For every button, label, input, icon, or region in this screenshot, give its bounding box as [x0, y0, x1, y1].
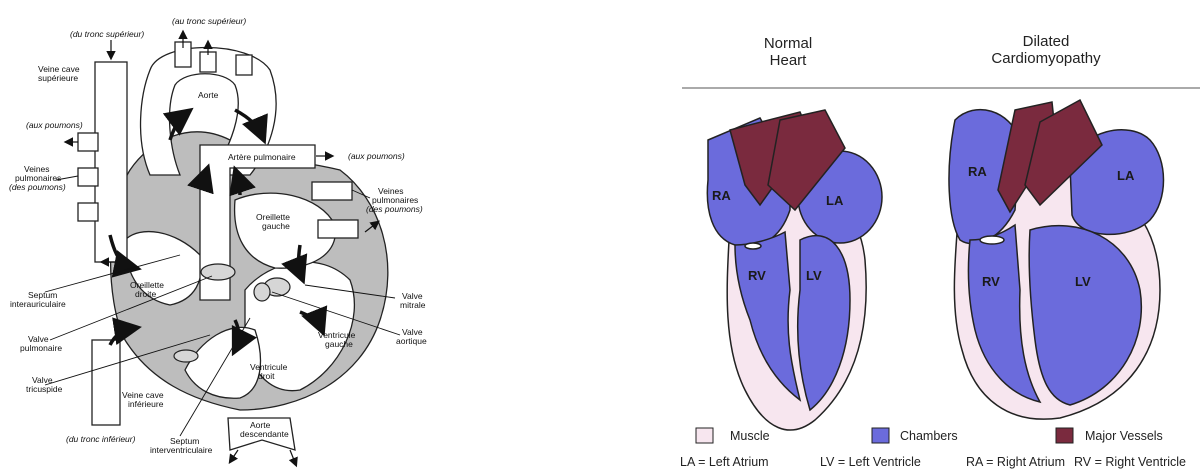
- label-veines-pulm-right-3: (des poumons): [366, 204, 423, 214]
- label-ventricule-droit-2: droit: [258, 371, 275, 381]
- veine-pulmonaire-droite-2: [318, 220, 358, 238]
- normal-valve: [745, 243, 761, 249]
- abbr-rv: RV = Right Ventricle: [1074, 455, 1186, 469]
- legend-label-vessels: Major Vessels: [1085, 429, 1163, 443]
- title-dilated-line1: Dilated: [1023, 33, 1070, 50]
- legend-swatch-vessels: [1056, 428, 1073, 443]
- normal-label-la: LA: [826, 193, 844, 208]
- veine-pulmonaire-gauche-3: [78, 203, 98, 221]
- valve-pulmonaire-shape: [201, 264, 235, 280]
- label-valve-tricuspide-2: tricuspide: [26, 384, 63, 394]
- normal-label-lv: LV: [806, 268, 822, 283]
- normal-label-ra: RA: [712, 188, 731, 203]
- veine-cave-superieure: [95, 62, 127, 262]
- dilated-label-rv: RV: [982, 274, 1000, 289]
- label-tronc-inferieur: (du tronc inférieur): [66, 434, 136, 444]
- label-septum-interauriculaire-2: interauriculaire: [10, 299, 66, 309]
- legend-swatch-chambers: [872, 428, 889, 443]
- abbreviations: LA = Left Atrium LV = Left Ventricle RA …: [680, 455, 1186, 469]
- normal-heart: [707, 110, 882, 430]
- veine-pulmonaire-gauche-2: [78, 168, 98, 186]
- french-heart-diagram: (du tronc supérieur) (au tronc supérieur…: [9, 16, 427, 465]
- label-aorte: Aorte: [198, 90, 219, 100]
- label-aorte-descendante-2: descendante: [240, 429, 289, 439]
- legend-label-muscle: Muscle: [730, 429, 770, 443]
- abbr-ra: RA = Right Atrium: [966, 455, 1065, 469]
- label-veine-cave-sup-2: supérieure: [38, 73, 78, 83]
- label-oreillette-gauche-2: gauche: [262, 221, 290, 231]
- legend-swatch-muscle: [696, 428, 713, 443]
- dilated-valve: [980, 236, 1004, 244]
- label-tronc-superieur: (du tronc supérieur): [70, 29, 144, 39]
- dilated-label-lv: LV: [1075, 274, 1091, 289]
- normal-label-rv: RV: [748, 268, 766, 283]
- abbr-la: LA = Left Atrium: [680, 455, 769, 469]
- title-dilated-line2: Cardiomyopathy: [991, 50, 1101, 67]
- title-normal-line1: Normal: [764, 35, 812, 52]
- label-au-tronc-superieur: (au tronc supérieur): [172, 16, 246, 26]
- label-aux-poumons-left: (aux poumons): [26, 120, 83, 130]
- legend: Muscle Chambers Major Vessels: [696, 428, 1163, 443]
- dilated-label-la: LA: [1117, 168, 1135, 183]
- label-valve-aortique-2: aortique: [396, 336, 427, 346]
- abbr-lv: LV = Left Ventricle: [820, 455, 921, 469]
- label-ventricule-gauche-2: gauche: [325, 339, 353, 349]
- veine-pulmonaire-gauche-1: [78, 133, 98, 151]
- title-normal-line2: Heart: [770, 52, 808, 69]
- label-veine-cave-inf-2: inférieure: [128, 399, 164, 409]
- legend-label-chambers: Chambers: [900, 429, 958, 443]
- label-valve-pulmonaire-2: pulmonaire: [20, 343, 62, 353]
- valve-tricuspide-shape: [174, 350, 198, 362]
- veine-cave-inferieure: [92, 340, 120, 425]
- dilated-label-ra: RA: [968, 164, 987, 179]
- veine-pulmonaire-droite-1: [312, 182, 352, 200]
- dilated-heart: [949, 100, 1164, 419]
- label-veines-pulm-left-3: (des poumons): [9, 182, 66, 192]
- label-aux-poumons-right: (aux poumons): [348, 151, 405, 161]
- branche-aortique-3: [236, 55, 252, 75]
- valve-aortique-shape: [254, 283, 270, 301]
- label-valve-mitrale-2: mitrale: [400, 300, 426, 310]
- label-septum-interventriculaire-2: interventriculaire: [150, 445, 213, 455]
- label-artere-pulmonaire: Artère pulmonaire: [228, 152, 296, 162]
- cardiomyopathy-diagram: Normal Heart Dilated Cardiomyopathy RA L…: [680, 33, 1200, 469]
- label-oreillette-droite-2: droite: [135, 289, 157, 299]
